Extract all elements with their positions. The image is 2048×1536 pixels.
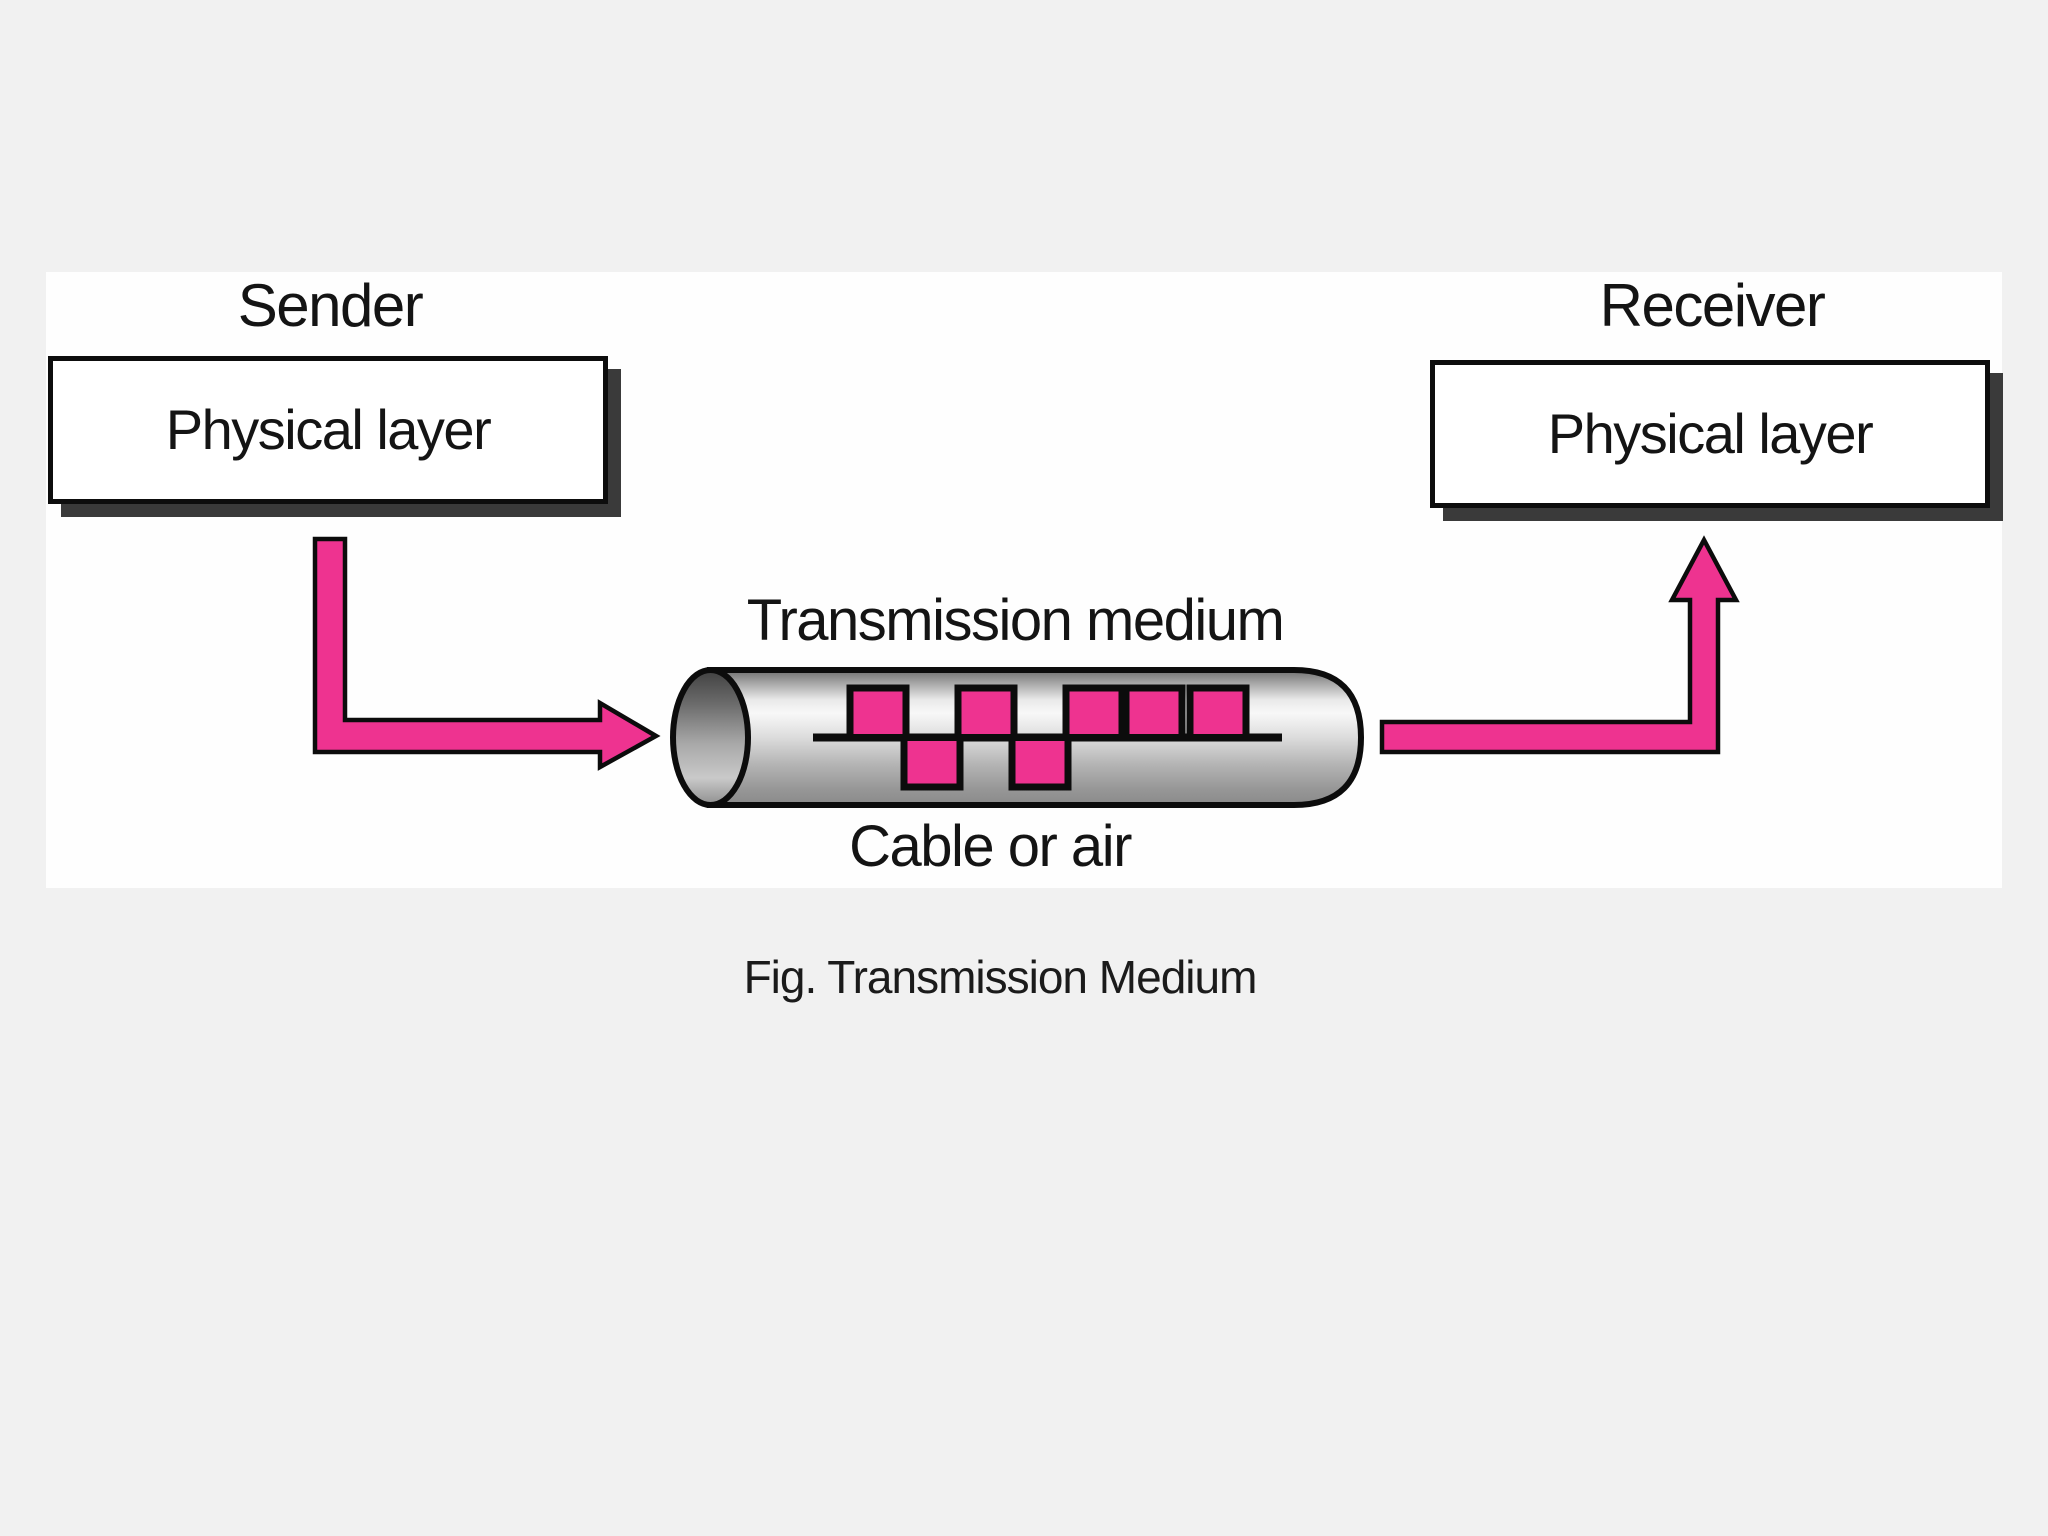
signal-squares <box>846 684 1250 791</box>
medium-to-receiver-arrow <box>1379 535 1740 755</box>
cylinder-end-cap <box>670 667 751 808</box>
signal-bit-square <box>1122 684 1186 741</box>
receiver-label: Receiver <box>1599 272 1826 339</box>
digital-signal <box>813 684 1282 791</box>
signal-bit-square <box>954 684 1018 741</box>
sender-physical-layer-box: Physical layer <box>48 356 608 504</box>
receiver-box-label: Physical layer <box>1547 402 1874 465</box>
signal-bit-square <box>900 734 964 791</box>
signal-bit-square <box>846 684 910 741</box>
receiver-physical-layer-box: Physical layer <box>1430 360 1990 508</box>
transmission-medium-label: Transmission medium <box>746 588 1285 653</box>
figure-caption: Fig. Transmission Medium <box>743 951 1258 1003</box>
signal-bit-square <box>1062 684 1126 741</box>
signal-bit-square <box>1186 684 1250 741</box>
sender-to-medium-arrow <box>312 536 661 771</box>
cable-or-air-label: Cable or air <box>849 814 1132 879</box>
sender-label: Sender <box>237 272 424 339</box>
sender-box-label: Physical layer <box>165 398 492 461</box>
signal-bit-square <box>1008 734 1072 791</box>
